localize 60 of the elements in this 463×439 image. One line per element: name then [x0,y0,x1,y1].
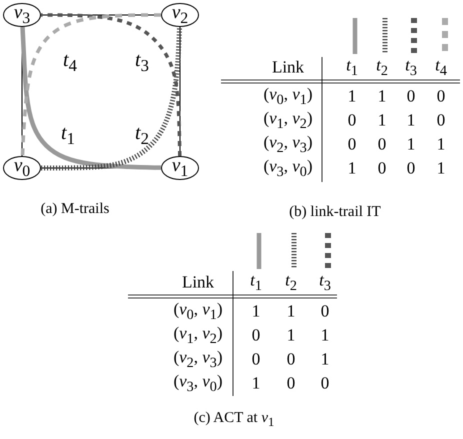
column-header: Link [272,58,304,78]
trail-label: t$_{4}$ [63,48,77,76]
vertex-oval: v$_{1}$ [161,156,199,180]
table-cell: 1 [348,160,356,178]
column-header: t$_{3}$ [319,272,331,294]
column-header: Link [182,274,214,292]
table-cell: 0 [436,112,446,130]
table-cell: 1 [286,326,296,346]
table-cell: 0 [320,302,330,322]
trail-label: t$_{3}$ [135,48,149,76]
table-cell: 1 [252,302,260,322]
column-header: t$_{3}$ [405,56,417,80]
table-cell: 1 [436,136,446,154]
trail-label: t$_{2}$ [135,122,149,148]
table-cell: 1 [286,302,296,322]
vertex-oval: v$_{2}$ [161,3,199,27]
table-cell: 0 [320,374,330,394]
table-cell: 0 [406,88,416,106]
table-cell: (v$_{0}$, v$_{1}$) [263,86,313,108]
trail-curve [20,13,161,156]
figure-caption: (a) M-trails [40,200,110,218]
table-cell: 0 [436,88,446,106]
table-cell: (v$_{2}$, v$_{3}$) [173,348,223,372]
table-cell: 1 [378,112,386,130]
table-cell: (v$_{3}$, v$_{0}$) [263,158,313,180]
trail-curve [20,26,162,170]
column-header: t$_{2}$ [285,272,297,294]
table-cell: 1 [406,112,416,130]
column-header: t$_{2}$ [376,56,388,80]
trail-curve [41,13,182,156]
vertex-oval: v$_{0}$ [3,156,41,180]
table-cell: 1 [320,326,330,346]
table-cell: (v$_{3}$, v$_{0}$) [173,372,223,396]
table-cell: 1 [436,160,446,178]
trail-curve [41,26,182,170]
column-header: t$_{1}$ [250,272,262,294]
table-cell: 0 [406,160,416,178]
table-cell: 0 [378,136,386,154]
table-cell: 0 [252,350,260,370]
table-cell: 1 [348,88,356,106]
table-cell: (v$_{0}$, v$_{1}$) [173,300,223,324]
table-cell: 0 [252,326,260,346]
table-cell: 0 [286,350,296,370]
table-cell: 1 [378,88,386,106]
table-cell: 0 [378,160,386,178]
column-header: t$_{4}$ [435,56,447,80]
table-cell: (v$_{2}$, v$_{3}$) [263,134,313,156]
table-cell: 0 [348,112,356,130]
table-cell: 1 [320,350,330,370]
table-cell: 0 [286,374,296,394]
table-cell: (v$_{1}$, v$_{2}$) [173,324,223,348]
table-cell: (v$_{1}$, v$_{2}$) [263,110,313,132]
table-cell: 0 [348,136,356,154]
figure-caption: (b) link-trail IT [289,204,381,220]
vertex-oval: v$_{3}$ [3,3,41,27]
figure-caption: (c) ACT at v$_{1}$ [194,410,274,430]
table-cell: 1 [406,136,416,154]
table-cell: 1 [252,374,260,394]
trail-label: t$_{1}$ [61,122,75,148]
column-header: t$_{1}$ [346,56,358,80]
